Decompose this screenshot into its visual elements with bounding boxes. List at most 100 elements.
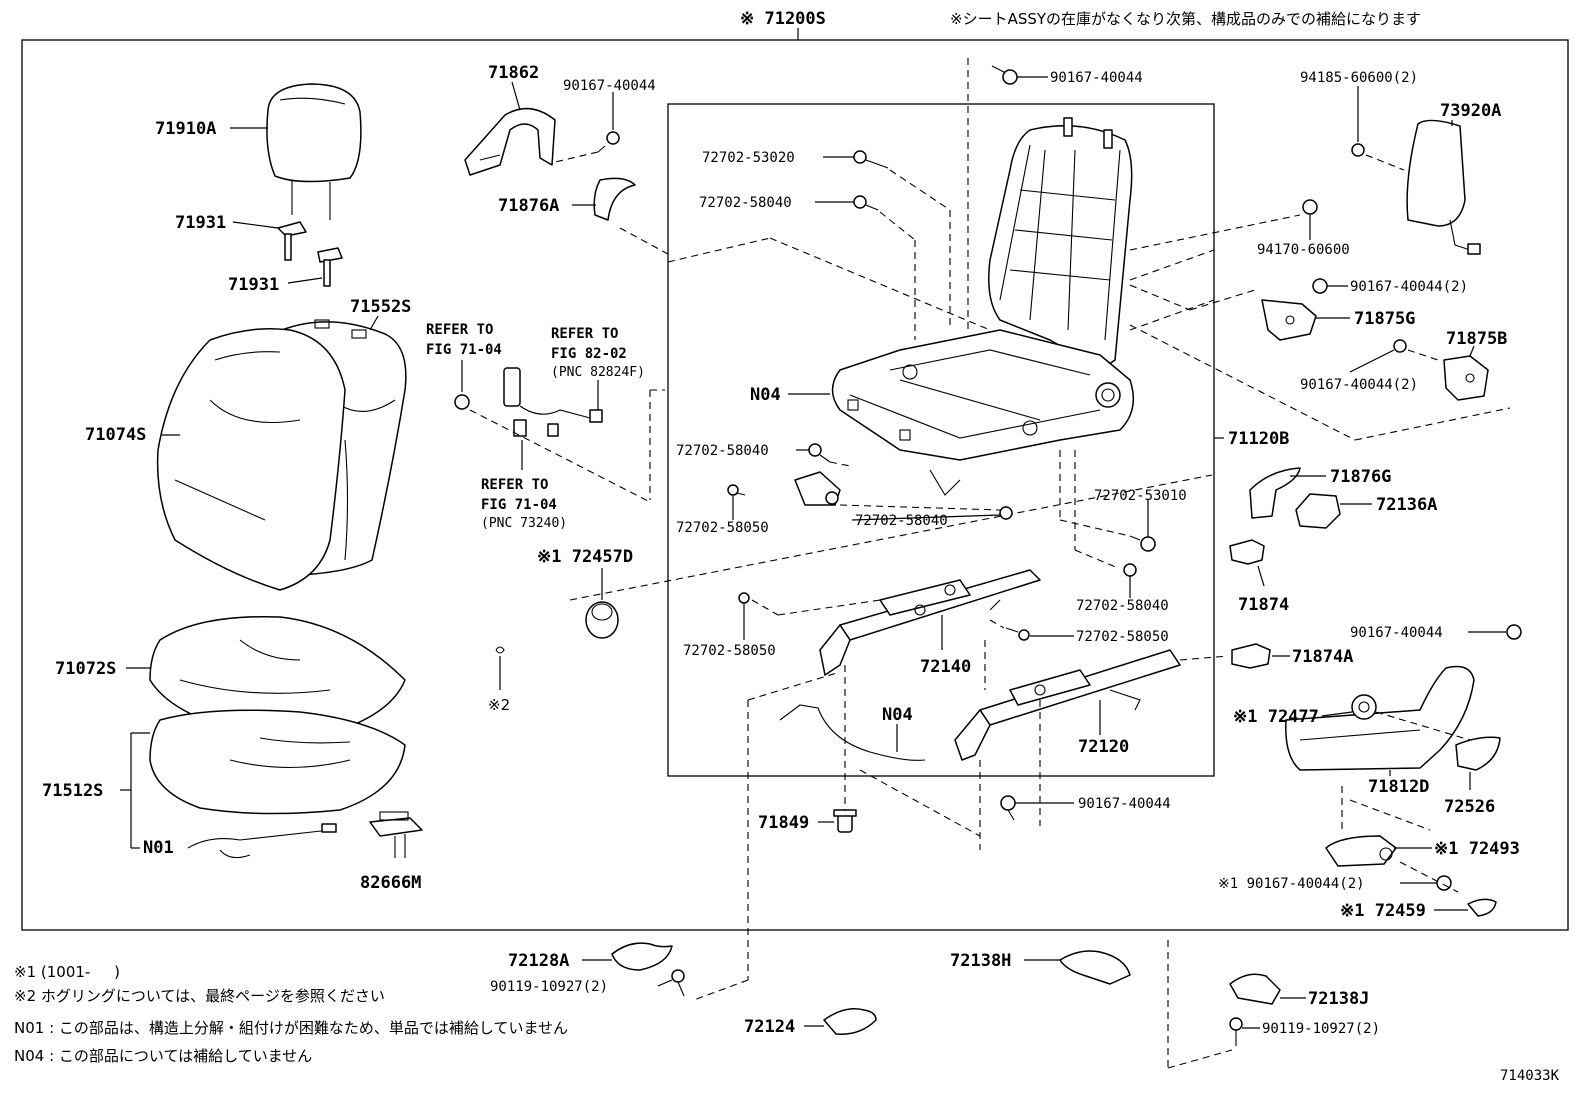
label-90119-left: 90119-10927(2) xyxy=(490,979,608,995)
seat-cushion-pad-drawing xyxy=(149,709,406,815)
label-72140: 72140 xyxy=(920,657,971,677)
label-90167-bottom-center: 90167-40044 xyxy=(1078,796,1171,812)
label-71874a: 71874A xyxy=(1292,647,1353,667)
bracket-71875b-drawing xyxy=(1443,355,1489,401)
refer-71-04-bottom-line2: FIG 71-04 xyxy=(481,497,557,513)
label-90167-right-d: ※1 90167-40044(2) xyxy=(1218,876,1365,892)
refer-82-02-line1: REFER TO xyxy=(551,326,618,342)
label-71512s: 71512S xyxy=(42,781,103,801)
seat-track-72120-drawing xyxy=(954,649,1181,761)
label-71931-upper: 71931 xyxy=(175,213,226,233)
bolt-72702-58050-right-drawing xyxy=(1005,627,1030,641)
label-note2-marker: ※2 xyxy=(488,696,510,714)
bolt-90119-right-drawing xyxy=(1229,1017,1243,1046)
wire-n04-drawing xyxy=(779,704,926,761)
bolt-90167-bottom-center-drawing xyxy=(1000,795,1016,821)
bracket-71875g-drawing xyxy=(1261,299,1317,341)
bolt-72702-53010-drawing xyxy=(1129,535,1156,552)
label-72477: ※1 72477 xyxy=(1233,707,1319,727)
bracket-72136a-drawing xyxy=(1295,493,1341,529)
seat-frame-drawing xyxy=(831,117,1135,496)
label-71875b: 71875B xyxy=(1446,329,1507,349)
label-72128a: 72128A xyxy=(508,951,569,971)
cover-71876a-drawing xyxy=(593,177,636,221)
label-72526: 72526 xyxy=(1444,797,1495,817)
bracket-71874a-drawing xyxy=(1231,643,1271,669)
knob-72477-drawing xyxy=(1351,694,1377,720)
label-71910a: 71910A xyxy=(155,119,216,139)
nut-drawing xyxy=(454,394,470,410)
label-n04-frame: N04 xyxy=(750,385,781,405)
footnote-n04: N04 : この部品については補給していません xyxy=(14,1047,312,1065)
cap-72459-drawing xyxy=(1467,898,1497,917)
bracket-72128a-drawing xyxy=(611,942,673,971)
airbag-73920a-drawing xyxy=(1406,119,1481,255)
label-71074s: 71074S xyxy=(85,425,146,445)
bracket-71862-drawing xyxy=(464,107,556,176)
refer-71-04-top-line2: FIG 71-04 xyxy=(426,342,502,358)
label-71552s: 71552S xyxy=(350,297,411,317)
footnote-n01: N01 : この部品は、構造上分解・組付けが困難なため、単品では補給していません xyxy=(14,1019,568,1037)
bolt-72702-58040-lower-drawing xyxy=(999,506,1013,520)
label-72702-58050-lower: 72702-58050 xyxy=(683,643,776,659)
bolt-72702-58040-right-drawing xyxy=(1123,563,1137,577)
label-71931-lower: 71931 xyxy=(228,275,279,295)
bolt-90167-upper-center-drawing xyxy=(991,65,1018,85)
knob-72457d-drawing xyxy=(585,601,619,639)
label-n01: N01 xyxy=(143,838,174,858)
headrest-guide-drawing xyxy=(277,221,343,287)
refer-82-02-pnc: (PNC 82824F) xyxy=(551,365,645,380)
label-71876a: 71876A xyxy=(498,196,559,216)
bracket-mid-drawing xyxy=(794,471,841,506)
label-71876g: 71876G xyxy=(1330,467,1391,487)
figure-id: 714033K xyxy=(1500,1068,1560,1084)
label-72702-58040-right: 72702-58040 xyxy=(1076,598,1169,614)
wire-n01-drawing xyxy=(187,823,337,859)
label-71862: 71862 xyxy=(488,63,539,83)
seatback-pad-drawing xyxy=(156,328,346,591)
bolt-72702-58050-lower-drawing xyxy=(738,592,750,604)
footnote-1: ※1 (1001- ) xyxy=(14,963,120,981)
label-71875g: 71875G xyxy=(1354,309,1415,329)
lever-72493-drawing xyxy=(1325,835,1397,867)
label-90167-top: 90167-40044 xyxy=(563,78,656,94)
headrest-drawing xyxy=(266,83,362,220)
label-90167-upper-center: 90167-40044 xyxy=(1050,70,1143,86)
cover-71876g-drawing xyxy=(1249,467,1301,519)
bolt-90167-right-c-drawing xyxy=(1506,624,1522,640)
seat-track-72140-drawing xyxy=(819,569,1041,676)
bolt-72702-58050-left-drawing xyxy=(727,484,746,496)
shield-71812d-drawing xyxy=(1285,665,1475,771)
label-82666m: 82666M xyxy=(360,873,421,893)
label-71812d: 71812D xyxy=(1368,777,1429,797)
label-94185-60600: 94185-60600(2) xyxy=(1300,70,1418,86)
label-71849: 71849 xyxy=(758,813,809,833)
label-72120: 72120 xyxy=(1078,737,1129,757)
label-90167-right-b: 90167-40044(2) xyxy=(1300,377,1418,393)
bolt-90119-left-drawing xyxy=(671,969,685,997)
label-72124: 72124 xyxy=(744,1017,795,1037)
label-72702-53020: 72702-53020 xyxy=(702,150,795,166)
label-90119-right: 90119-10927(2) xyxy=(1262,1021,1380,1037)
bolt-90167-right-b-drawing xyxy=(1393,339,1407,353)
bracket-72138h-drawing xyxy=(1059,950,1131,985)
label-71120b: 71120B xyxy=(1228,429,1289,449)
bolt-90167-right-a-drawing xyxy=(1312,278,1328,294)
label-72138j: 72138J xyxy=(1308,989,1369,1009)
grommet-71849-drawing xyxy=(833,809,857,833)
label-90167-right-c: 90167-40044 xyxy=(1350,625,1443,641)
bolt-72702-53020-drawing xyxy=(853,150,889,169)
nut-94185-drawing xyxy=(1351,143,1365,157)
assembly-number: ※ 71200S xyxy=(740,9,826,29)
assembly-outline xyxy=(21,39,1569,931)
label-72702-58050-left: 72702-58050 xyxy=(676,520,769,536)
label-72702-58040-upper: 72702-58040 xyxy=(699,195,792,211)
refer-71-04-bottom-pnc: (PNC 73240) xyxy=(481,516,567,531)
supply-note: ※シートASSYの在庫がなくなり次第、構成品のみでの補給になります xyxy=(950,10,1421,28)
bracket-72124-drawing xyxy=(823,1008,877,1035)
clip-82666m-drawing xyxy=(369,811,423,858)
bolt-72702-58040-mid-drawing xyxy=(808,443,831,463)
bolt-90167-top-drawing xyxy=(597,131,620,153)
nut-94170-drawing xyxy=(1302,199,1318,215)
